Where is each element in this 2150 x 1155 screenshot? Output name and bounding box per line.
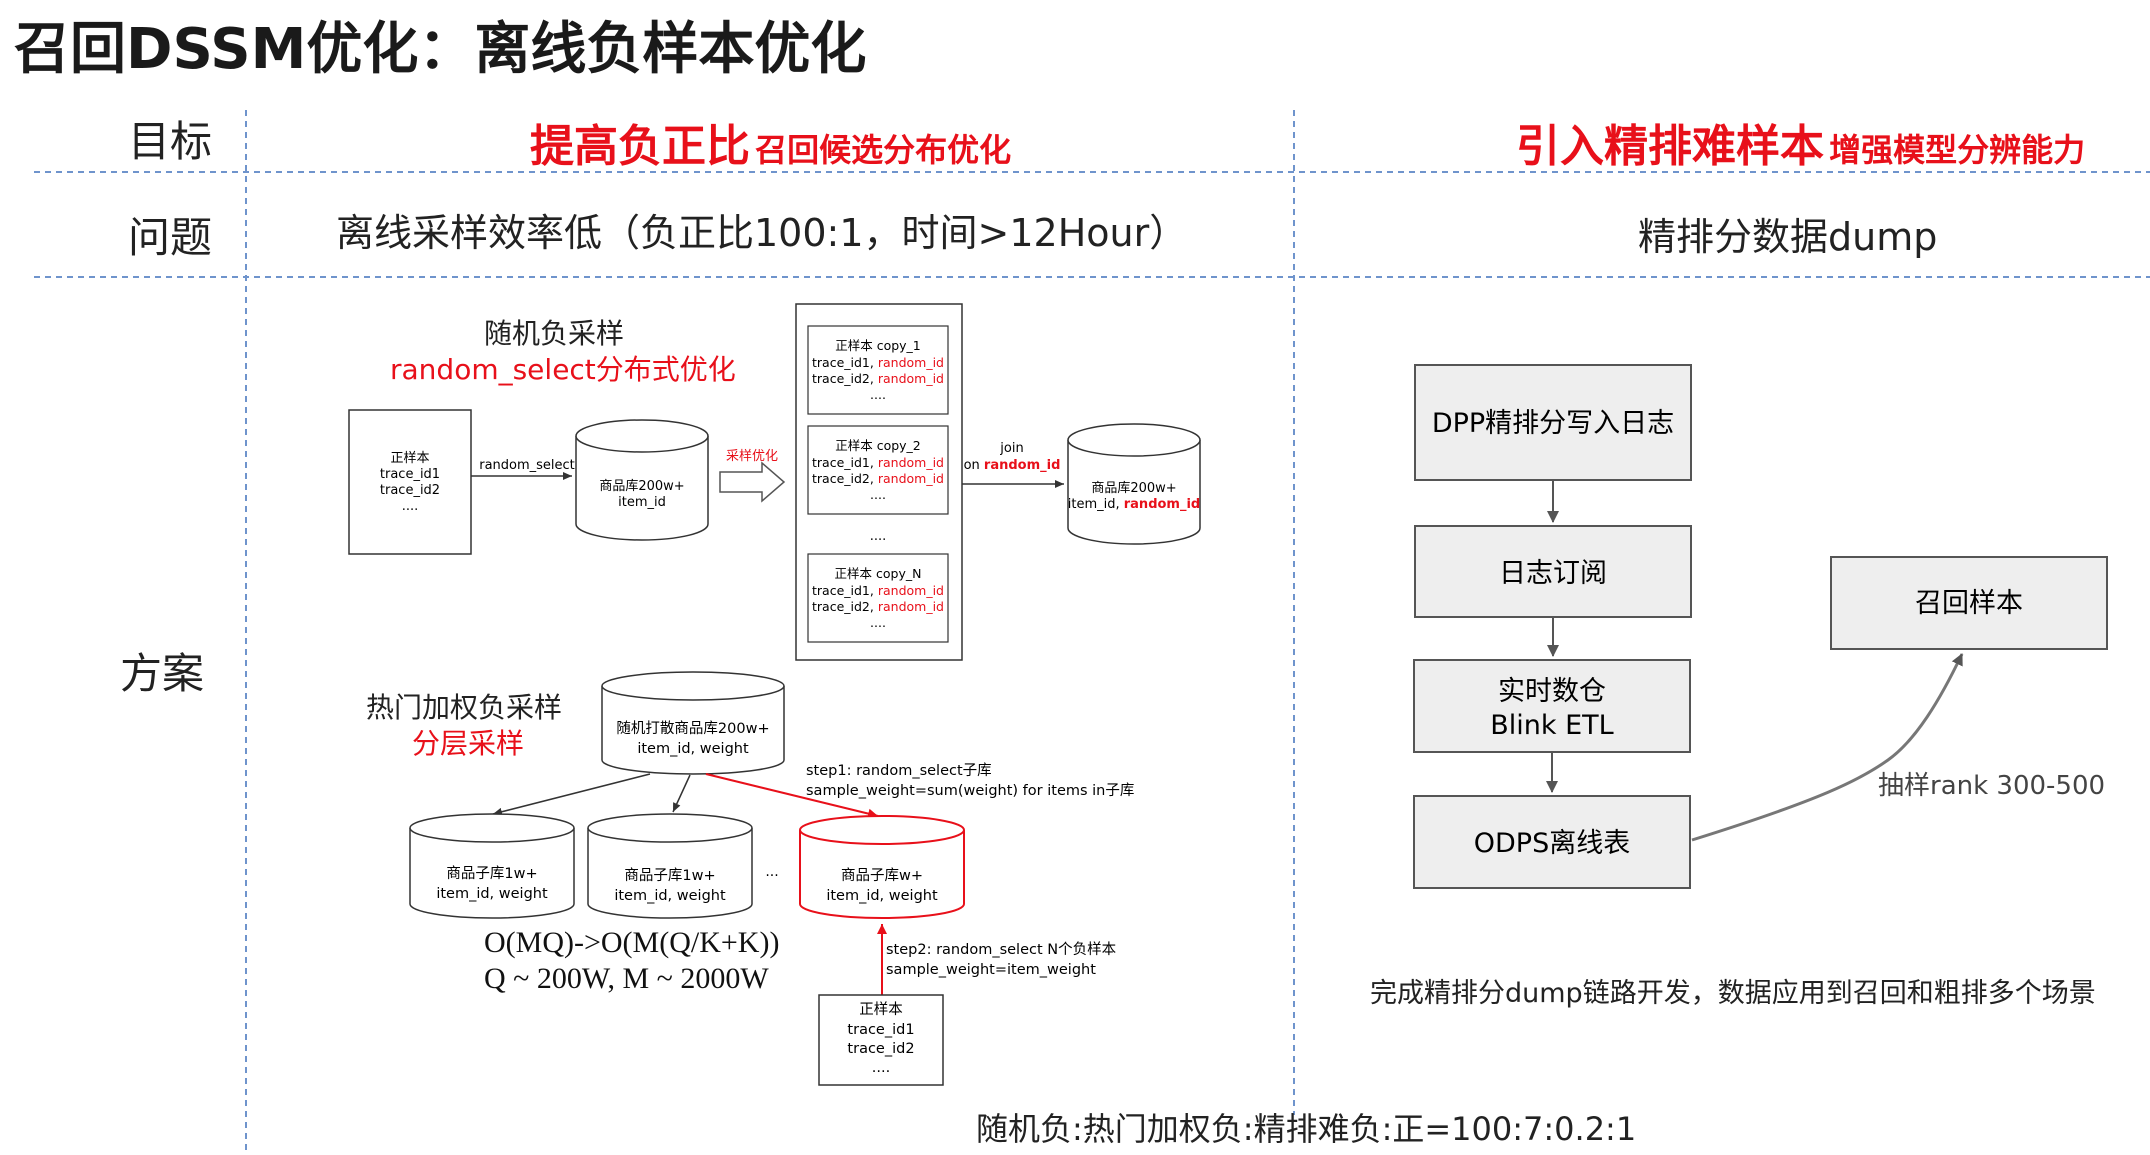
sub-db-ellipsis: ... xyxy=(765,864,778,880)
svg-text:商品子库1w+: 商品子库1w+ xyxy=(446,865,537,882)
positive-sample-box: 正样本 trace_id1 trace_id2 .... xyxy=(348,409,472,555)
shuffle-to-sub1-arrow xyxy=(492,773,651,816)
positive-box-line-1: 正样本 xyxy=(390,451,429,466)
svg-text:trace_id2: trace_id2 xyxy=(847,1041,914,1057)
random-sampling-subtitle: random_select分布式优化 xyxy=(390,353,736,386)
sampling-optimization-label: 采样优化 xyxy=(726,449,778,464)
left-goal-sub: 召回候选分布优化 xyxy=(755,131,1012,169)
svg-text:随机打散商品库200w+: 随机打散商品库200w+ xyxy=(616,720,769,737)
flow-box-realtime-warehouse: 实时数仓 Blink ETL xyxy=(1413,659,1691,753)
flow-box-log-subscribe: 日志订阅 xyxy=(1414,525,1692,618)
svg-text:trace_id2, random_id: trace_id2, random_id xyxy=(812,599,944,614)
right-goal: 引入精排难样本 增强模型分辨能力 xyxy=(1516,110,2085,174)
sampling-optimization-arrow: 采样优化 xyxy=(719,449,786,503)
left-goal: 提高负正比 召回候选分布优化 xyxy=(530,110,1011,174)
right-problem: 精排分数据dump xyxy=(1638,215,1938,259)
copy-ellipsis: .... xyxy=(870,529,887,544)
step2-line-1: step2: random_select N个负样本 xyxy=(886,941,1116,958)
svg-text:正样本 copy_2: 正样本 copy_2 xyxy=(835,438,921,453)
svg-text:DPP精排分写入日志: DPP精排分写入日志 xyxy=(1432,408,1674,439)
goods-db-cylinder: 商品库200w+ item_id xyxy=(575,419,709,541)
svg-text:trace_id1, random_id: trace_id1, random_id xyxy=(812,583,944,598)
random-select-label: random_select xyxy=(479,458,575,473)
positive-box-line-2: trace_id1 xyxy=(380,467,440,482)
positive-sample-box-2: 正样本 trace_id1 trace_id2 .... xyxy=(818,994,944,1086)
recall-sample-box: 召回样本 xyxy=(1830,556,2108,650)
svg-text:日志订阅: 日志订阅 xyxy=(1499,558,1607,589)
shuffle-to-sub2-arrow xyxy=(672,774,691,813)
svg-text:商品子库w+: 商品子库w+ xyxy=(841,867,923,884)
problem-row-label: 问题 xyxy=(128,213,213,262)
svg-text:Blink ETL: Blink ETL xyxy=(1490,710,1613,741)
step1-line-2: sample_weight=sum(weight) for items in子库 xyxy=(806,782,1134,799)
svg-text:item_id, random_id: item_id, random_id xyxy=(1068,497,1200,512)
dump-summary: 完成精排分dump链路开发，数据应用到召回和粗排多个场景 xyxy=(1370,978,2096,1009)
hot-sampling-title: 热门加权负采样 xyxy=(366,691,563,724)
right-goal-sub: 增强模型分辨能力 xyxy=(1829,131,2086,169)
svg-text:item_id, weight: item_id, weight xyxy=(826,888,938,904)
step2-line-2: sample_weight=item_weight xyxy=(886,962,1096,978)
right-goal-main: 引入精排难样本 xyxy=(1516,121,1824,172)
flow-box-dpp-log: DPP精排分写入日志 xyxy=(1414,364,1692,481)
svg-text:....: .... xyxy=(872,1060,890,1076)
copy-box-n: 正样本 copy_N trace_id1, random_id trace_id… xyxy=(807,553,949,643)
svg-text:商品库200w+: 商品库200w+ xyxy=(1091,480,1176,496)
sub-db-3-cylinder: 商品子库w+ item_id, weight xyxy=(799,815,965,919)
joined-db-cylinder: 商品库200w+ item_id, random_id xyxy=(1067,423,1201,545)
sub-db-2-cylinder: 商品子库1w+ item_id, weight xyxy=(587,813,753,919)
complexity-scale: Q ~ 200W, M ~ 2000W xyxy=(484,962,769,995)
join-label: join xyxy=(999,441,1023,456)
plan-row-label: 方案 xyxy=(120,649,205,698)
svg-text:正样本 copy_1: 正样本 copy_1 xyxy=(835,338,921,353)
shuffled-db-cylinder: 随机打散商品库200w+ item_id, weight xyxy=(601,671,785,775)
complexity-formula: O(MQ)->O(M(Q/K+K)) xyxy=(484,926,780,959)
svg-text:item_id, weight: item_id, weight xyxy=(436,886,548,902)
goods-db-line-1: 商品库200w+ xyxy=(599,478,684,494)
hot-sampling-subtitle: 分层采样 xyxy=(412,727,525,760)
goal-row-label: 目标 xyxy=(128,117,213,166)
sample-ratio: 随机负:热门加权负:精排难负:正=100:7:0.2:1 xyxy=(976,1110,1637,1148)
copy-box-2: 正样本 copy_2 trace_id1, random_id trace_id… xyxy=(807,425,949,515)
svg-text:trace_id2, random_id: trace_id2, random_id xyxy=(812,371,944,386)
copy-box-1: 正样本 copy_1 trace_id1, random_id trace_id… xyxy=(807,325,949,415)
left-goal-main: 提高负正比 xyxy=(530,121,750,172)
sample-rank-label: 抽样rank 300-500 xyxy=(1878,771,2105,801)
svg-text:trace_id1: trace_id1 xyxy=(847,1022,914,1038)
positive-box-line-4: .... xyxy=(402,499,419,514)
svg-text:trace_id1, random_id: trace_id1, random_id xyxy=(812,355,944,370)
svg-text:召回样本: 召回样本 xyxy=(1915,588,2023,619)
svg-text:on random_id: on random_id xyxy=(964,458,1061,473)
svg-text:ODPS离线表: ODPS离线表 xyxy=(1474,828,1630,859)
sub-db-1-cylinder: 商品子库1w+ item_id, weight xyxy=(409,813,575,919)
svg-text:item_id, weight: item_id, weight xyxy=(614,888,726,904)
svg-text:....: .... xyxy=(870,487,886,502)
svg-text:....: .... xyxy=(870,387,886,402)
positive-box-line-3: trace_id2 xyxy=(380,483,440,498)
svg-text:trace_id2, random_id: trace_id2, random_id xyxy=(812,471,944,486)
svg-text:商品子库1w+: 商品子库1w+ xyxy=(624,867,715,884)
svg-text:item_id, weight: item_id, weight xyxy=(637,741,749,757)
flow-box-odps-table: ODPS离线表 xyxy=(1413,795,1691,889)
sample-rank-arrow xyxy=(1691,653,1964,842)
svg-text:正样本 copy_N: 正样本 copy_N xyxy=(835,566,922,581)
step1-arrow xyxy=(705,773,879,819)
left-problem: 离线采样效率低（负正比100:1，时间>12Hour） xyxy=(336,211,1188,255)
goods-db-line-2: item_id xyxy=(618,495,666,510)
page-title: 召回DSSM优化：离线负样本优化 xyxy=(14,17,867,82)
svg-text:实时数仓: 实时数仓 xyxy=(1498,676,1606,707)
random-sampling-title: 随机负采样 xyxy=(484,317,625,350)
svg-text:正样本: 正样本 xyxy=(859,1001,903,1018)
svg-text:....: .... xyxy=(870,615,886,630)
step1-line-1: step1: random_select子库 xyxy=(806,762,992,779)
svg-text:trace_id1, random_id: trace_id1, random_id xyxy=(812,455,944,470)
